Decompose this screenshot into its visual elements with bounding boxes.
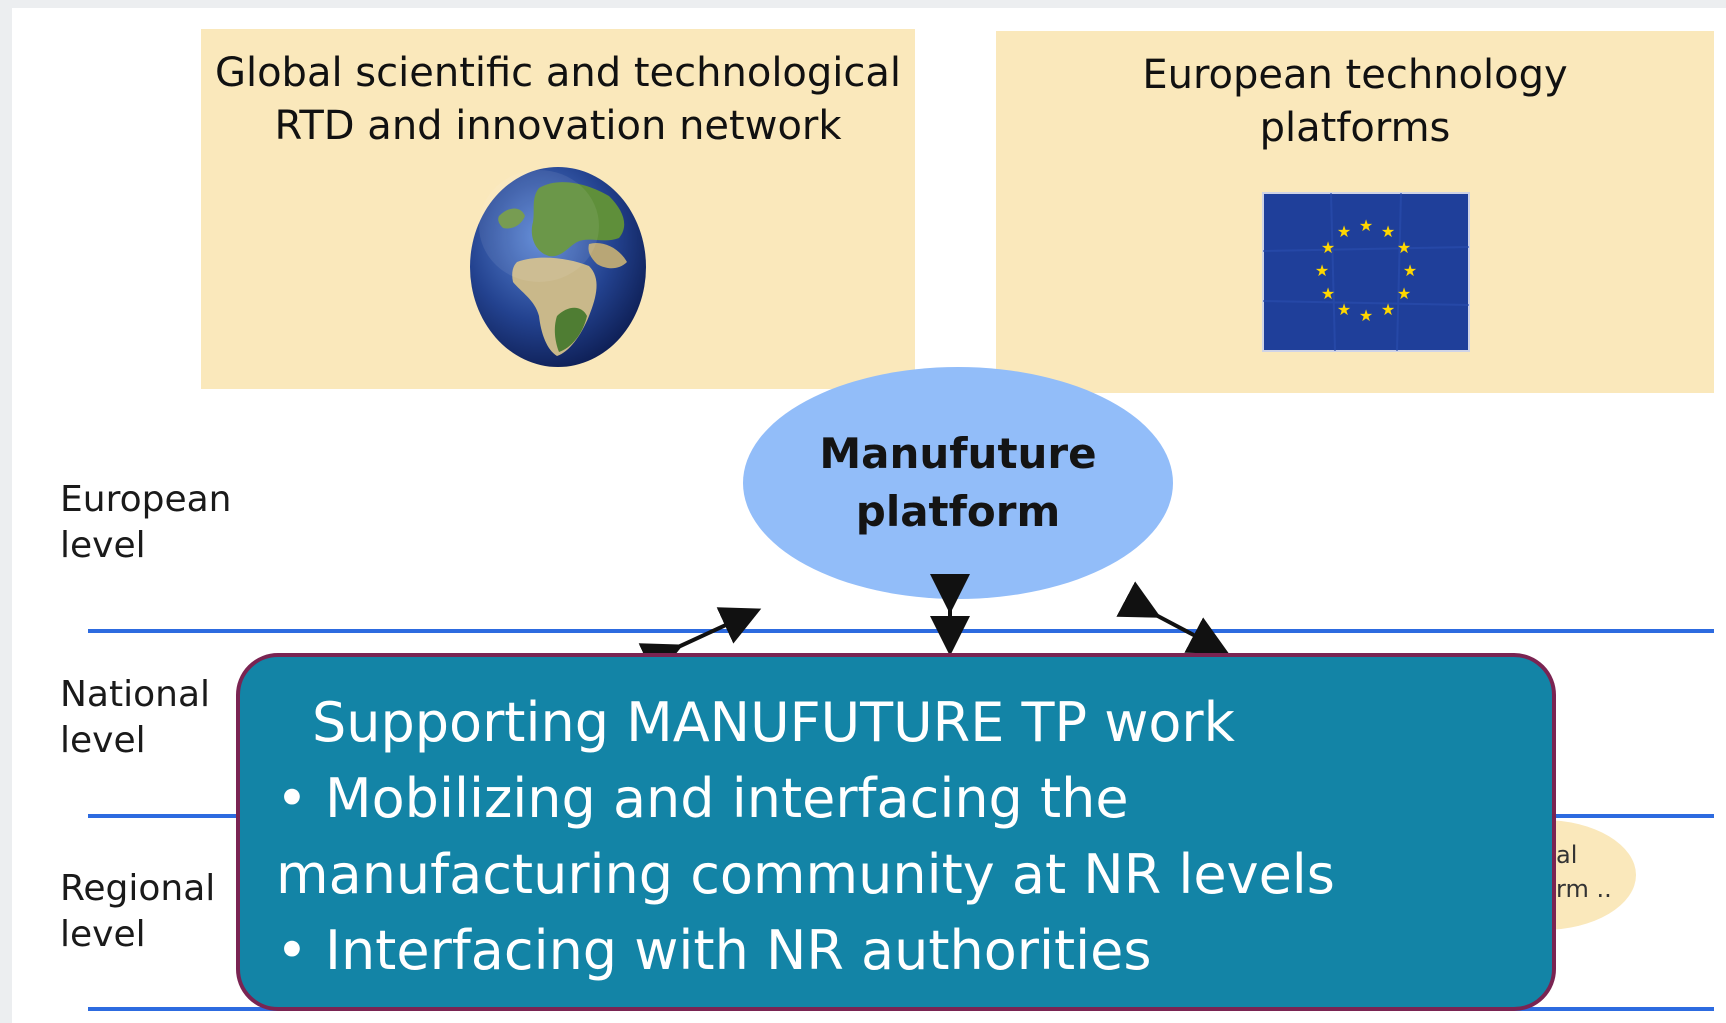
- global-network-title-line2: RTD and innovation network: [274, 103, 842, 149]
- supporting-work-callout: Supporting MANUFUTURE TP work • Mobilizi…: [236, 653, 1556, 1011]
- global-network-title-line1: Global scientific and technological: [214, 50, 902, 96]
- bullet-marker-1: •: [276, 767, 308, 830]
- level-regional-line2: level: [60, 914, 146, 955]
- bullet-marker-2: •: [276, 919, 308, 982]
- manufuture-platform-line1: Manufuture: [819, 429, 1097, 478]
- svg-text:★: ★: [1321, 238, 1335, 257]
- level-national-line1: National: [60, 674, 211, 715]
- global-network-box: Global scientific and technological RTD …: [201, 29, 915, 389]
- svg-text:★: ★: [1403, 261, 1417, 280]
- globe-icon: [469, 166, 647, 369]
- callout-heading: Supporting MANUFUTURE TP work: [312, 691, 1235, 754]
- level-label-regional: Regional level: [60, 866, 215, 958]
- callout-bullet-2-line1: Interfacing with NR authorities: [325, 919, 1152, 982]
- svg-text:★: ★: [1381, 222, 1395, 241]
- regional-platform-line2: rm ..: [1556, 875, 1612, 903]
- svg-text:★: ★: [1359, 216, 1373, 235]
- svg-text:★: ★: [1321, 284, 1335, 303]
- svg-text:★: ★: [1337, 222, 1351, 241]
- svg-text:★: ★: [1397, 238, 1411, 257]
- svg-text:★: ★: [1315, 261, 1329, 280]
- level-label-european: European level: [60, 477, 231, 569]
- regional-platform-line1: al: [1556, 841, 1578, 869]
- level-european-line1: European: [60, 479, 232, 520]
- global-network-title: Global scientific and technological RTD …: [201, 47, 915, 153]
- callout-bullet-2: • Interfacing with NR authorities: [276, 913, 1552, 989]
- callout-bullet-1: • Mobilizing and interfacing the: [276, 761, 1552, 837]
- european-platforms-box: European technology platforms ★ ★ ★ ★ ★ …: [996, 31, 1714, 393]
- callout-bullet-1-line1: Mobilizing and interfacing the: [325, 767, 1129, 830]
- level-regional-line1: Regional: [60, 868, 216, 909]
- callout-bullet-1-line2: manufacturing community at NR levels: [276, 843, 1335, 906]
- european-platforms-title-line2: platforms: [1259, 105, 1451, 151]
- level-national-line2: level: [60, 720, 146, 761]
- svg-text:★: ★: [1381, 300, 1395, 319]
- european-platforms-title: European technology platforms: [996, 49, 1714, 155]
- svg-text:★: ★: [1337, 300, 1351, 319]
- european-platforms-title-line1: European technology: [1142, 52, 1568, 98]
- level-european-line2: level: [60, 525, 146, 566]
- eu-flag-icon: ★ ★ ★ ★ ★ ★ ★ ★ ★ ★ ★ ★: [1261, 191, 1471, 353]
- level-label-national: National level: [60, 672, 210, 764]
- manufuture-platform-node: Manufuture platform: [743, 367, 1173, 599]
- manufuture-platform-line2: platform: [855, 487, 1061, 536]
- european-national-divider: [88, 629, 1714, 633]
- svg-text:★: ★: [1397, 284, 1411, 303]
- svg-text:★: ★: [1359, 306, 1373, 325]
